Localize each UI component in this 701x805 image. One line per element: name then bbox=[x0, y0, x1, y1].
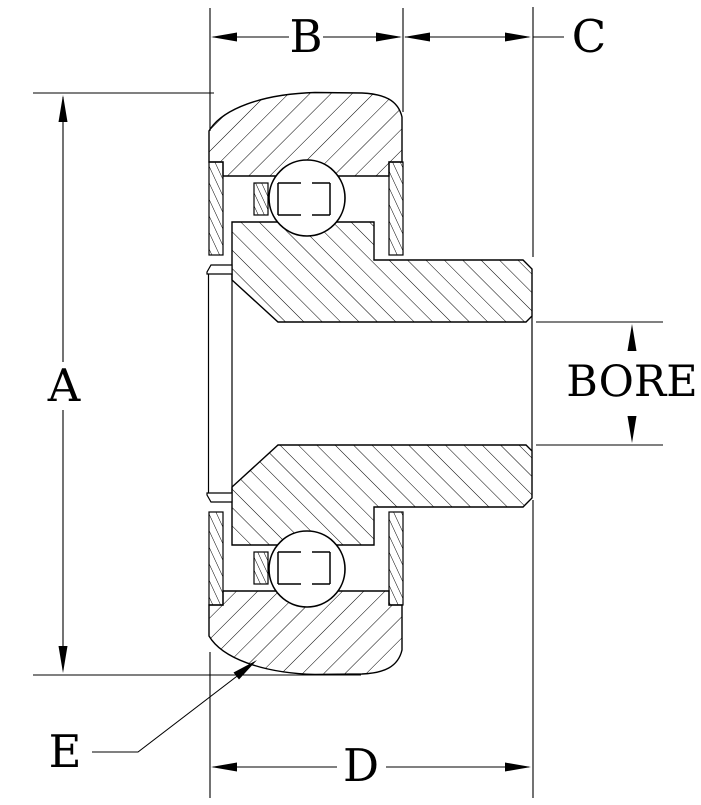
arrow-e bbox=[233, 660, 257, 680]
arrow-c-right bbox=[505, 32, 531, 42]
arrow-c-left bbox=[404, 32, 430, 42]
outer-ring-top-half bbox=[208, 91, 403, 177]
dimension-c: C bbox=[404, 10, 606, 63]
dimension-b: B bbox=[211, 10, 402, 63]
dimension-a: A bbox=[47, 95, 81, 673]
label-b: B bbox=[289, 10, 322, 63]
label-a: A bbox=[47, 359, 81, 412]
dimension-d: D bbox=[211, 739, 531, 792]
arrow-d-right bbox=[505, 762, 531, 772]
arrow-b-left bbox=[211, 32, 237, 42]
label-e: E bbox=[49, 725, 82, 778]
inner-collar bbox=[206, 264, 233, 503]
cage-hidden-lines-bottom bbox=[277, 551, 331, 585]
label-bore: BORE bbox=[566, 357, 697, 407]
dimension-bore: BORE bbox=[566, 324, 698, 443]
inner-ring-section bbox=[231, 221, 533, 546]
cage-sections bbox=[253, 182, 331, 585]
label-e-leader: E bbox=[49, 660, 257, 778]
seal-land-top bbox=[206, 264, 233, 275]
cage-block-top bbox=[253, 182, 269, 216]
outer-ring-bottom-half bbox=[208, 590, 403, 676]
seals bbox=[208, 161, 404, 606]
ball-top bbox=[268, 159, 346, 237]
e-leader-line bbox=[92, 666, 250, 753]
label-c: C bbox=[572, 10, 606, 63]
seal-bottom-left bbox=[208, 511, 224, 606]
label-d: D bbox=[343, 739, 379, 792]
ball-elements bbox=[268, 159, 346, 608]
arrow-b-right bbox=[376, 32, 402, 42]
inner-ring-top-half bbox=[231, 221, 533, 323]
inner-ring-bottom-half bbox=[231, 444, 533, 546]
arrow-d-left bbox=[211, 762, 237, 772]
arrow-bore-down bbox=[627, 416, 637, 443]
arrow-a-up bbox=[58, 95, 68, 122]
arrow-a-down bbox=[58, 646, 68, 673]
seal-top-right bbox=[388, 161, 404, 256]
extension-lines bbox=[33, 7, 663, 798]
seal-bottom-right bbox=[388, 511, 404, 606]
seal-land-bottom bbox=[206, 492, 233, 503]
cage-hidden-lines-top bbox=[277, 182, 331, 216]
cage-block-bottom bbox=[253, 551, 269, 585]
outer-ring-section bbox=[208, 91, 403, 676]
seal-top-left bbox=[208, 161, 224, 256]
ball-bottom bbox=[268, 530, 346, 608]
arrow-bore-up bbox=[627, 324, 637, 351]
